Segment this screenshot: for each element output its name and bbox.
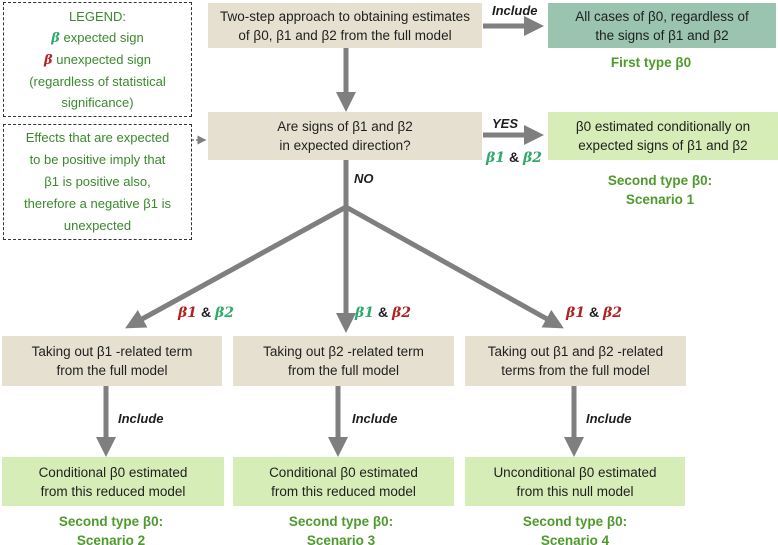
branch-pair-middle: β1 & β2	[355, 304, 411, 321]
branch-right-amp: &	[588, 304, 600, 320]
two-step-approach-box: Two-step approach to obtaining estimates…	[208, 3, 482, 48]
reduce-box-1: Taking out β1 -related term from the ful…	[2, 336, 222, 386]
scenario-1-caption: Second type β0: Scenario 1	[560, 171, 760, 209]
reduce-2-line-1: Taking out β2 -related term	[263, 344, 424, 359]
branch-middle-amp: &	[377, 304, 389, 320]
note-line-3: β1 is positive also,	[44, 174, 151, 189]
scenario-4-caption-1: Second type β0:	[522, 514, 628, 529]
yes-pair-second: β2	[522, 150, 542, 166]
result-box-3: Unconditional β0 estimated from this nul…	[465, 457, 685, 506]
result-2-line-1: Conditional β0 estimated	[269, 464, 418, 480]
note-line-4: therefore a negative β1 is	[24, 196, 171, 211]
question-line-2: in expected direction?	[279, 138, 411, 153]
yes-label: YES	[492, 116, 519, 131]
first-type-box: All cases of β0, regardless of the signs…	[548, 3, 776, 48]
scenario-2-caption-2: Scenario 2	[76, 533, 146, 545]
scenario-1-box: β0 estimated conditionally on expected s…	[548, 112, 778, 160]
reduce-1-line-1: Taking out β1 -related term	[31, 344, 193, 359]
branch-middle-first: β1	[355, 305, 375, 321]
legend-expected-text: expected sign	[63, 30, 144, 45]
result-1-line-2: from this reduced model	[40, 483, 186, 499]
include-label-2: Include	[352, 411, 398, 426]
scenario-1-caption-1: Second type β0:	[607, 173, 713, 188]
reduce-3-line-1: Taking out β1 and β2 -related	[487, 344, 664, 359]
reduce-box-3: Taking out β1 and β2 -related terms from…	[465, 336, 686, 386]
scenario-2-caption: Second type β0: Scenario 2	[6, 512, 216, 545]
top-box-line-2: of β0, β1 and β2 from the full model	[238, 27, 452, 43]
result-2-line-2: from this reduced model	[271, 483, 416, 499]
legend-title: LEGEND:	[68, 9, 127, 24]
legend-note: (regardless of statistical	[29, 74, 166, 89]
reduce-3-line-2: terms from the full model	[501, 363, 650, 378]
first-type-line-1: All cases of β0, regardless of	[575, 8, 749, 24]
no-label: NO	[354, 171, 374, 186]
result-1-line-1: Conditional β0 estimated	[38, 464, 188, 480]
legend-unexpected-row: β unexpected sign	[44, 49, 151, 71]
result-3-line-2: from this null model	[516, 483, 634, 499]
legend-box: LEGEND: β expected sign β unexpected sig…	[3, 2, 192, 117]
result-box-1: Conditional β0 estimated from this reduc…	[2, 457, 224, 506]
branch-right-second: β2	[602, 305, 622, 321]
branch-pair-right: β1 & β2	[566, 304, 622, 321]
top-box-line-1: Two-step approach to obtaining estimates	[220, 8, 470, 24]
include-label-top: Include	[492, 3, 538, 18]
note-line-2: to be positive imply that	[29, 152, 166, 167]
first-type-caption: First type β0	[610, 55, 692, 70]
reduce-2-line-2: from the full model	[287, 363, 400, 378]
scenario-3-caption-2: Scenario 3	[306, 533, 376, 545]
result-3-line-1: Unconditional β0 estimated	[493, 464, 657, 480]
legend-note2: significance)	[61, 95, 134, 110]
scenario-4-caption-2: Scenario 4	[540, 533, 610, 545]
scenario-1-caption-2: Scenario 1	[625, 192, 695, 207]
question-line-1: Are signs of β1 and β2	[277, 119, 413, 134]
branch-left-first: β1	[178, 305, 198, 321]
branch-left-second: β2	[214, 305, 234, 321]
branch-middle-second: β2	[391, 305, 411, 321]
scenario-3-caption: Second type β0: Scenario 3	[236, 512, 446, 545]
legend-unexpected-symbol: β	[44, 53, 53, 68]
yes-pair-amp: &	[508, 149, 520, 165]
reduce-box-2: Taking out β2 -related term from the ful…	[233, 336, 454, 386]
scenario-1-line-1: β0 estimated conditionally on	[575, 119, 751, 134]
first-type-line-2: the signs of β1 and β2	[595, 27, 729, 43]
legend-expected-row: β expected sign	[51, 27, 144, 49]
scenario-3-caption-1: Second type β0:	[288, 514, 394, 529]
scenario-1-line-2: expected signs of β1 and β2	[578, 138, 748, 153]
yes-pair-first: β1	[486, 150, 506, 166]
scenario-2-caption-1: Second type β0:	[58, 514, 164, 529]
note-box: Effects that are expected to be positive…	[3, 124, 192, 240]
question-box: Are signs of β1 and β2 in expected direc…	[208, 112, 482, 160]
include-label-1: Include	[118, 411, 164, 426]
reduce-1-line-2: from the full model	[56, 363, 168, 378]
legend-unexpected-text: unexpected sign	[56, 52, 151, 67]
note-line-5: unexpected	[63, 218, 132, 233]
branch-right-first: β1	[566, 305, 586, 321]
branch-pair-left: β1 & β2	[178, 304, 234, 321]
branch-left-amp: &	[200, 304, 212, 320]
result-box-2: Conditional β0 estimated from this reduc…	[233, 457, 454, 506]
include-label-3: Include	[586, 411, 632, 426]
legend-expected-symbol: β	[51, 31, 60, 46]
yes-beta-pair: β1 & β2	[486, 149, 542, 166]
scenario-4-caption: Second type β0: Scenario 4	[470, 512, 680, 545]
note-line-1: Effects that are expected	[25, 130, 170, 145]
